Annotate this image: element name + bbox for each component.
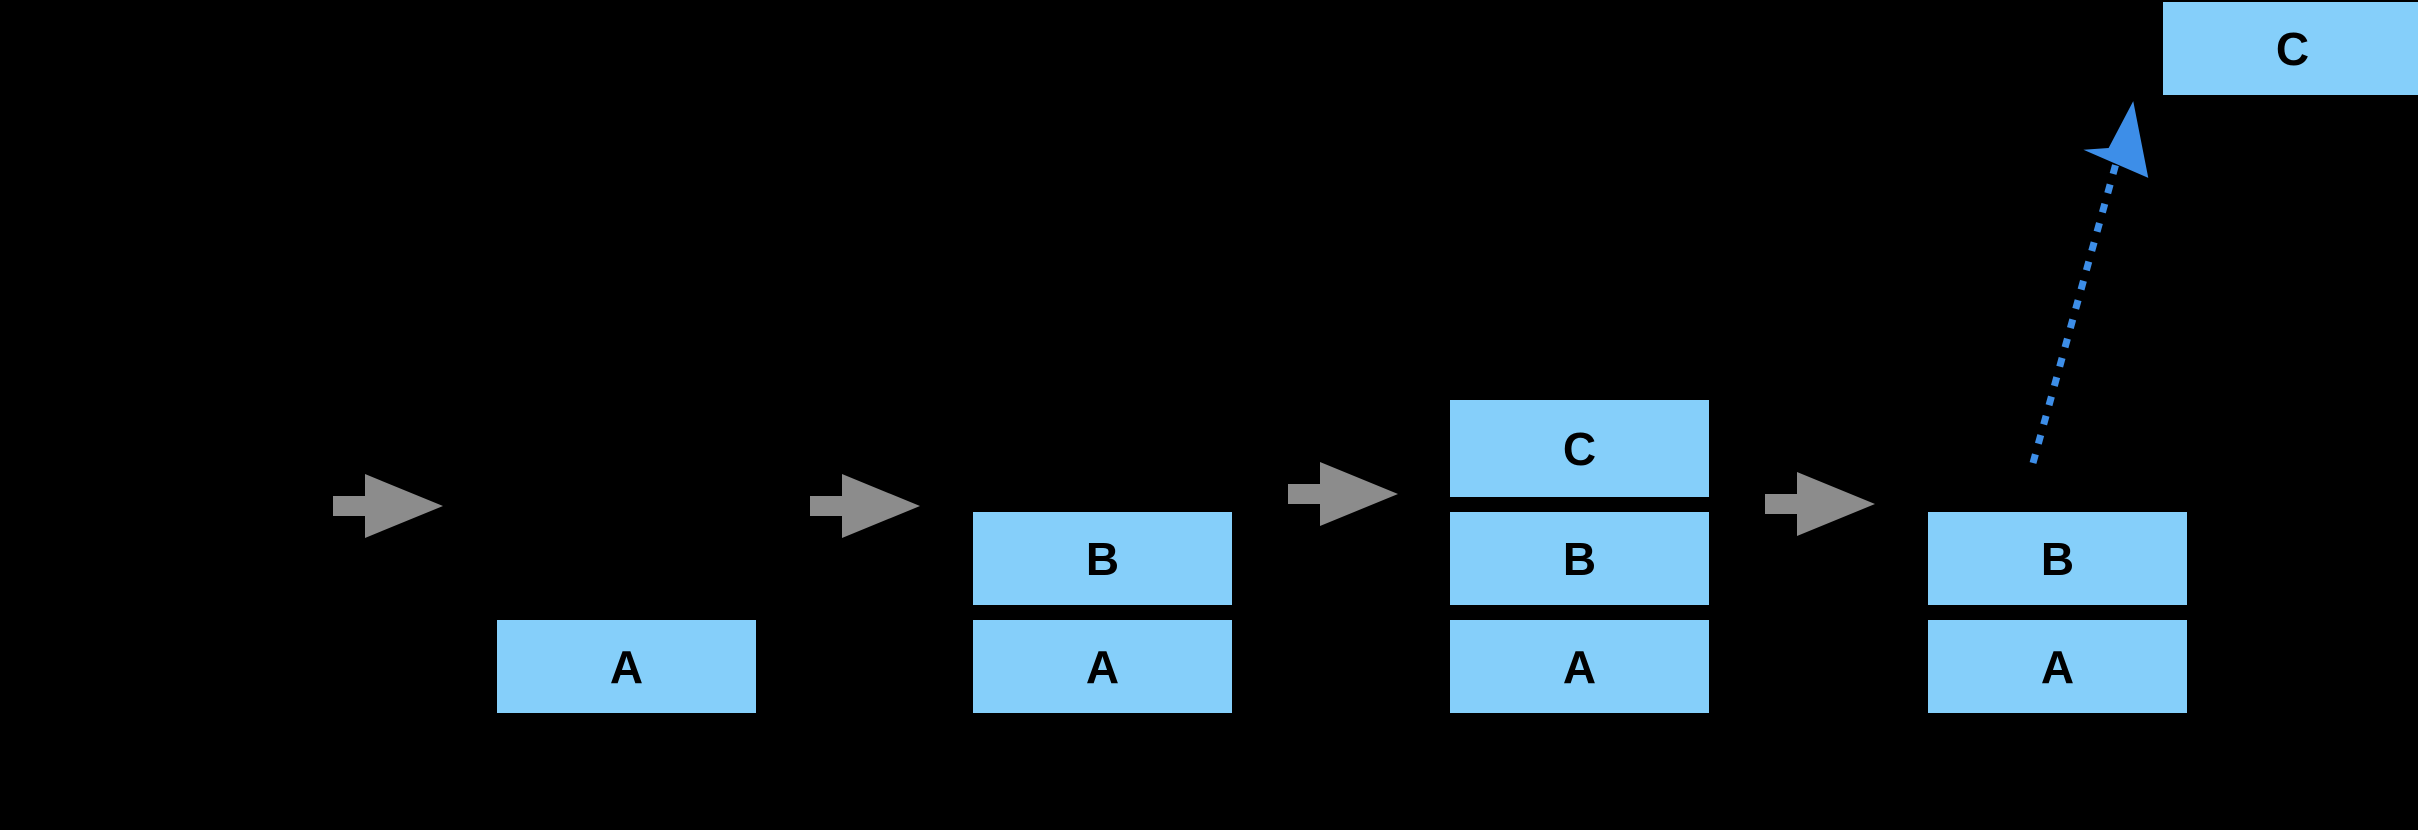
transition-arrow-3	[1288, 462, 1398, 526]
stack2-box-b[interactable]: B	[973, 512, 1232, 605]
popped-box-c[interactable]: C	[2163, 2, 2418, 95]
stack4-box-a[interactable]: A	[1928, 620, 2187, 713]
transition-arrow-2	[810, 474, 920, 538]
transition-arrow-1	[333, 474, 443, 538]
stack2-box-a[interactable]: A	[973, 620, 1232, 713]
stack3-box-a[interactable]: A	[1450, 620, 1709, 713]
stack3-box-c[interactable]: C	[1450, 400, 1709, 497]
stack3-box-b[interactable]: B	[1450, 512, 1709, 605]
stack4-box-b[interactable]: B	[1928, 512, 2187, 605]
transition-arrow-4	[1765, 472, 1875, 536]
stack1-box-a[interactable]: A	[497, 620, 756, 713]
